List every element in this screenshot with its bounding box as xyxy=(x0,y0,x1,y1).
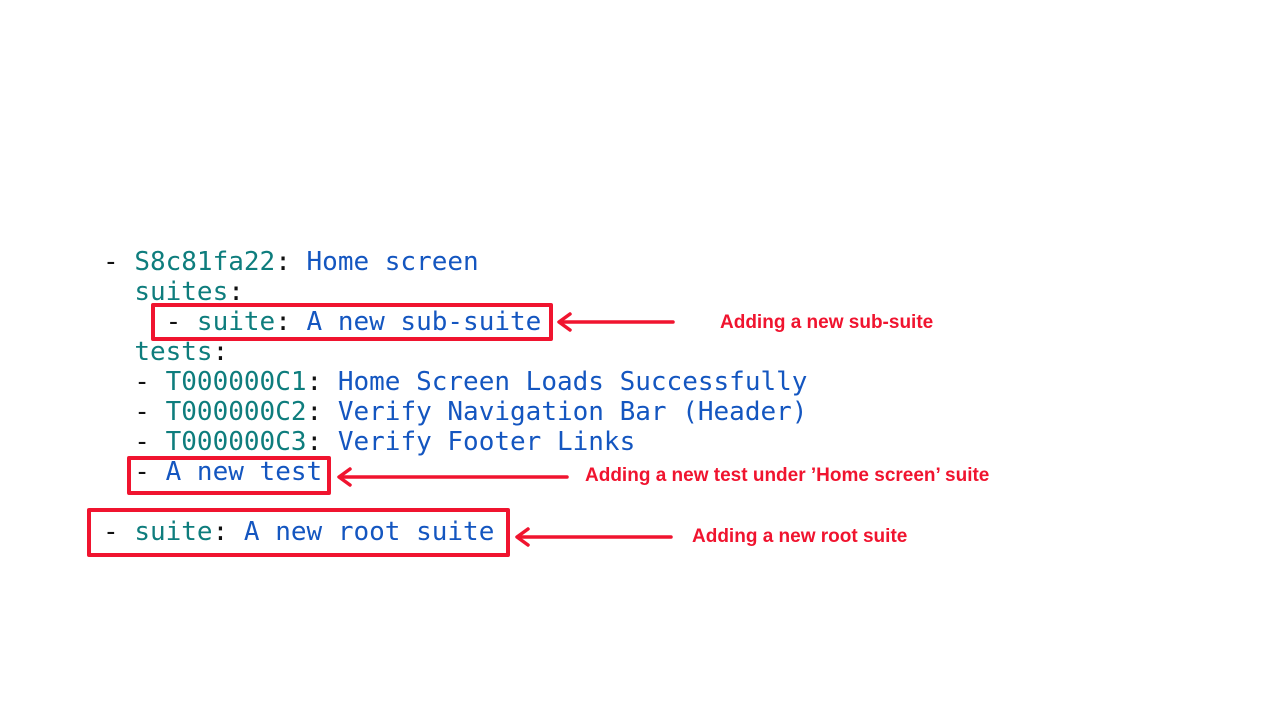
code-line: - T000000C3: Verify Footer Links xyxy=(103,427,807,457)
code-token-plain: : xyxy=(212,517,244,547)
code-line: - T000000C1: Home Screen Loads Successfu… xyxy=(103,367,807,397)
code-line: - S8c81fa22: Home screen xyxy=(103,247,807,277)
code-token-plain: : xyxy=(275,307,307,337)
code-token-plain: - xyxy=(103,367,166,397)
code-line: - suite: A new root suite xyxy=(103,517,807,547)
code-token-value: Home screen xyxy=(306,247,479,277)
code-line: - T000000C2: Verify Navigation Bar (Head… xyxy=(103,397,807,427)
code-token-key: T000000C1 xyxy=(165,367,307,397)
code-token-plain: - xyxy=(103,427,166,457)
code-token-plain: : xyxy=(228,277,244,307)
code-token-plain: - xyxy=(103,307,197,337)
annotation-sub-suite-label: Adding a new sub-suite xyxy=(720,312,934,333)
code-token-plain: : xyxy=(306,427,338,457)
code-token-plain xyxy=(103,337,134,367)
code-token-plain: : xyxy=(306,367,338,397)
code-token-plain: : xyxy=(275,247,307,277)
code-token-key: suites xyxy=(134,277,229,307)
left-arrow-root-suite xyxy=(515,527,673,547)
code-token-plain: - xyxy=(103,457,166,487)
code-token-key: T000000C3 xyxy=(165,427,307,457)
code-token-key: tests xyxy=(134,337,213,367)
code-token-key: suite xyxy=(196,307,276,337)
code-token-key: S8c81fa22 xyxy=(134,247,276,277)
code-line: tests: xyxy=(103,337,807,367)
code-token-plain: : xyxy=(212,337,229,367)
code-token-key: suite xyxy=(134,517,213,547)
code-line: - suite: A new sub-suite xyxy=(103,307,807,337)
yaml-code-block: - S8c81fa22: Home screen suites: - suite… xyxy=(103,247,807,547)
code-token-value: Verify Navigation Bar (Header) xyxy=(337,397,808,427)
code-token-plain: - xyxy=(103,517,135,547)
code-token-plain xyxy=(103,277,134,307)
code-token-value: Verify Footer Links xyxy=(337,427,636,457)
code-token-value: A new sub-suite xyxy=(306,307,542,337)
code-token-plain: - xyxy=(103,247,135,277)
annotation-root-suite-label: Adding a new root suite xyxy=(692,526,908,547)
code-line: - A new test xyxy=(103,457,807,487)
code-token-value: A new root suite xyxy=(243,517,495,547)
code-token-key: T000000C2 xyxy=(165,397,307,427)
code-token-plain: : xyxy=(306,397,338,427)
left-arrow-sub-suite xyxy=(557,312,675,332)
code-line xyxy=(103,487,807,517)
code-line: suites: xyxy=(103,277,807,307)
code-token-plain: - xyxy=(103,397,166,427)
annotation-new-test-label: Adding a new test under ’Home screen’ su… xyxy=(585,465,990,486)
left-arrow-new-test xyxy=(337,467,569,487)
code-token-value: Home Screen Loads Successfully xyxy=(337,367,808,397)
code-token-value: A new test xyxy=(165,457,323,487)
